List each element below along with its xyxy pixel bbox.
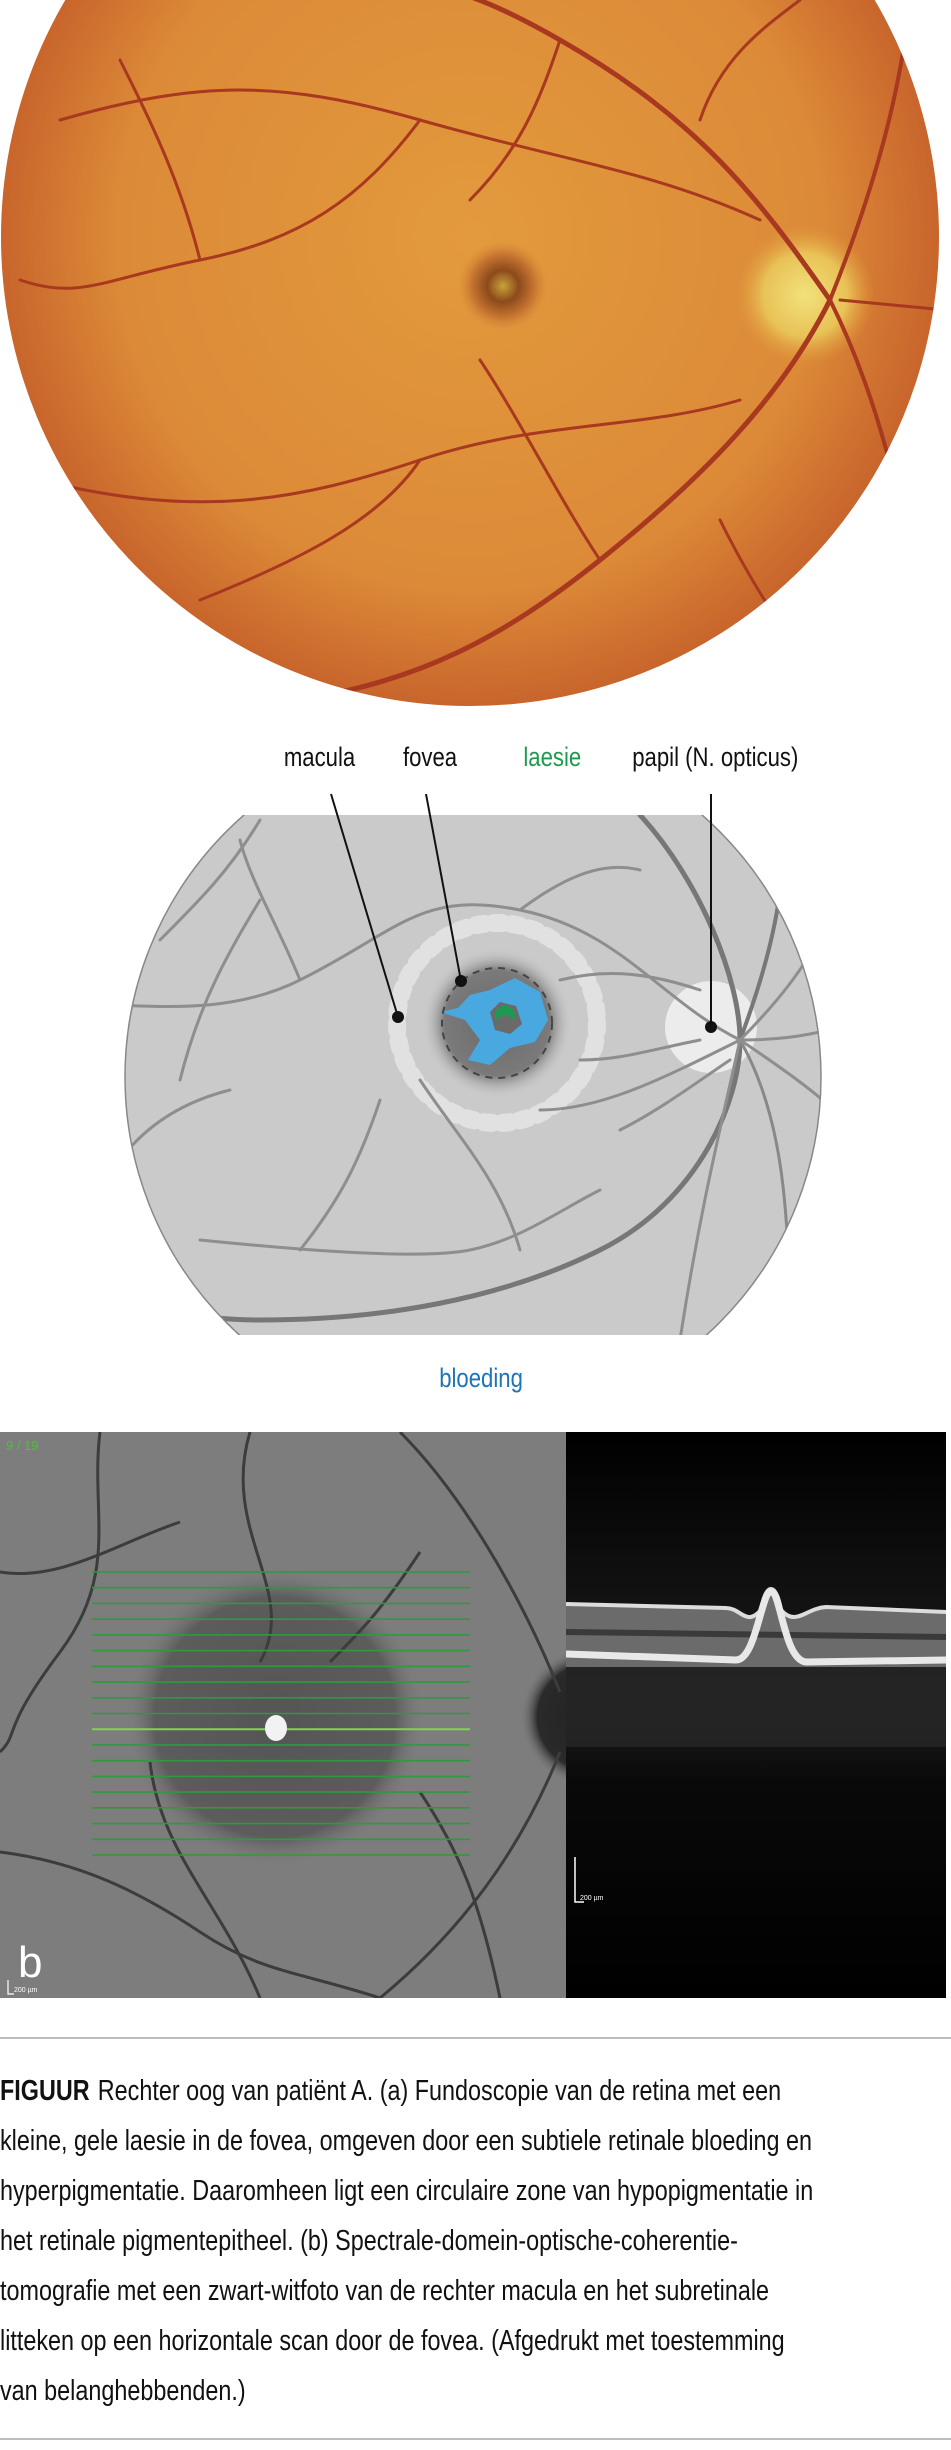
caption-line: tomografie met een zwart-witfoto van de …: [0, 2275, 770, 2307]
caption-top-rule: [0, 2037, 951, 2039]
caption-line: hyperpigmentatie. Daaromheen ligt een ci…: [0, 2175, 814, 2207]
caption-line: litteken op een horizontale scan door de…: [0, 2325, 785, 2357]
label-papil: papil (N. opticus): [632, 742, 799, 772]
caption-line: Rechter oog van patiënt A. (a) Fundoscop…: [97, 2075, 782, 2107]
caption-line: het retinale pigmentepitheel. (b) Spectr…: [0, 2225, 738, 2257]
scan-counter: 9 / 19: [6, 1438, 39, 1453]
fundus-photo: [1, 0, 939, 706]
ir-fundus-image: 9 / 19 b 200 µm: [0, 1432, 566, 1998]
panel-label-b: b: [18, 1938, 42, 1987]
scan-lines: [92, 1571, 470, 1856]
label-macula: macula: [283, 742, 356, 772]
leader-fovea: [425, 793, 462, 982]
scale-bar-oct: 200 µm: [580, 1895, 604, 1902]
caption-label: FIGUUR: [0, 2075, 90, 2107]
scale-bar-ir: 200 µm: [14, 1987, 38, 1994]
label-bloeding: bloeding: [439, 1363, 523, 1393]
label-laesie: laesie: [523, 742, 582, 772]
label-fovea: fovea: [402, 742, 458, 772]
fundus-diagram: [124, 793, 822, 1335]
caption-bottom-rule: [0, 2438, 951, 2440]
caption-line: van belanghebbenden.): [0, 2375, 246, 2407]
leader-macula: [330, 793, 399, 1018]
oct-scan-image: 200 µm: [566, 1432, 946, 1998]
caption-line: kleine, gele laesie in de fovea, omgeven…: [0, 2125, 813, 2157]
lesion-mark: [495, 1005, 515, 1020]
